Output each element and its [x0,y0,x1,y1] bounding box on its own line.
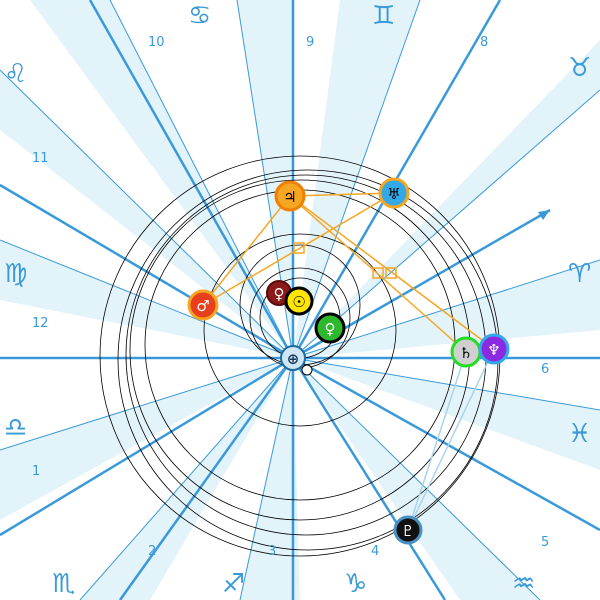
aspect-jupiter-neptune [289,195,495,350]
aspect-marker-1 [293,242,305,254]
earth-disc [280,345,306,371]
aspect-jupiter-saturn [289,195,467,353]
cusp-arrow [538,210,550,220]
small-planet-icon: ♀ [274,285,285,303]
divider-12 [109,0,294,359]
scorpio-icon: ♏ [52,569,75,599]
pisces-icon: ♓ [568,419,591,449]
venus-marker[interactable]: ♀ [314,312,346,344]
libra-icon: ♎ [4,413,27,443]
house-number-8: 8 [480,35,488,50]
zodiac-glyphs: ♈ ♉ ♊ ♋ ♌ ♍ ♎ ♏ ♐ ♑ ♒ ♓ [4,1,591,599]
aspect-lines [202,192,495,353]
earth-icon: ⊕ [287,350,300,368]
pluto-icon: ♇ [401,522,414,540]
capricorn-icon: ♑ [344,569,367,599]
house-number-6: 6 [541,362,549,377]
house-number-3: 3 [268,544,276,559]
taurus-icon: ♉ [568,53,591,83]
house-number-2: 2 [148,544,156,559]
house-number-5: 5 [541,535,549,550]
uranus-icon: ♅ [387,185,400,203]
aspect-neptune-pluto [407,348,495,531]
aspect-marker-2 [372,267,384,279]
virgo-icon: ♍ [4,259,27,289]
aspect-marker-3 [385,267,397,279]
neptune-marker[interactable]: ♆ [478,333,510,365]
divider-9 [0,357,294,451]
divider-7 [239,357,294,600]
mars-icon: ♂ [196,297,209,315]
house-number-12: 12 [32,316,49,331]
divider-11 [0,69,294,359]
sun-disc [284,286,314,316]
neptune-icon: ♆ [487,341,500,359]
venus-disc [314,312,346,344]
divider-3 [292,89,600,359]
house-numbers: 1 2 3 4 5 6 7 8 9 10 11 12 [32,35,549,559]
earth-moon-dot [301,364,313,376]
divider-5 [292,357,600,411]
cusp-9 [88,0,295,359]
mars-marker[interactable]: ♂ [187,289,219,321]
minor-aspect-lines [407,348,495,531]
earth-marker[interactable]: ⊕ [280,345,313,376]
orbit-4 [203,233,397,427]
cancer-icon: ♋ [188,1,211,31]
venus-icon: ♀ [325,320,336,338]
cusp-11 [0,356,294,537]
jupiter-icon: ♃ [283,188,296,206]
sagittarius-icon: ♐ [222,569,245,599]
planets: ♃ ♅ ♂ ♀ ☉ ♀ ⊕ ♄ [187,177,510,545]
pluto-disc [393,515,423,545]
aspect-jupiter-uranus [289,192,395,197]
house-number-4: 4 [371,544,379,559]
jupiter-disc [274,180,306,212]
saturn-marker[interactable]: ♄ [450,336,482,368]
band-3 [293,40,600,358]
house-number-1: 1 [32,464,40,479]
cusp-4 [291,357,447,600]
sun-marker[interactable]: ☉ [284,286,314,316]
house-number-9: 9 [306,35,314,50]
uranus-marker[interactable]: ♅ [378,177,410,209]
aquarius-icon: ♒ [512,569,535,599]
band-7 [240,358,300,600]
pluto-marker[interactable]: ♇ [393,515,423,545]
house-number-11: 11 [32,151,49,166]
sun-icon: ☉ [292,293,305,311]
cusp-5 [292,356,600,532]
gemini-icon: ♊ [372,1,395,31]
aries-icon: ♈ [568,259,591,289]
aspect-mars-jupiter [202,195,291,306]
divider-10 [0,239,294,359]
aspect-uranus-mars [202,192,395,306]
jupiter-marker[interactable]: ♃ [274,180,306,212]
uranus-disc [378,177,410,209]
saturn-icon: ♄ [459,344,472,362]
aspect-saturn-pluto [407,351,467,531]
divider-2 [292,0,421,359]
house-number-10: 10 [148,35,165,50]
cusp-2 [118,357,295,600]
leo-icon: ♌ [4,59,27,89]
divider-8 [79,357,294,600]
mars-disc [187,289,219,321]
divider-6 [292,357,541,600]
band-12 [30,0,293,358]
neptune-disc [478,333,510,365]
